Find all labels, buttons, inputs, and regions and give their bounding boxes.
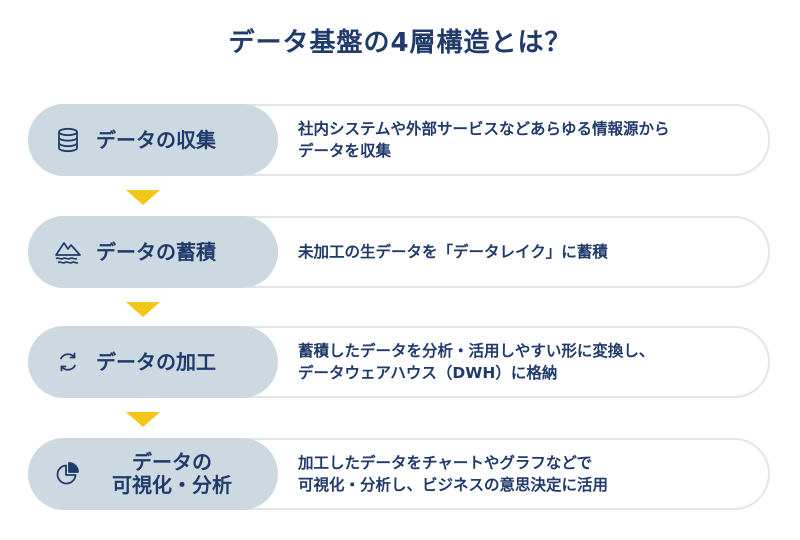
desc-line: 加工したデータをチャートやグラフなどで [298, 453, 593, 472]
layer-label: データの収集 [96, 127, 216, 152]
layer-label: データの蓄積 [96, 239, 216, 264]
lake-icon [54, 238, 82, 266]
desc-line: データウェアハウス（DWH）に格納 [298, 364, 558, 382]
layer-store: データの蓄積 未加工の生データを「データレイク」に蓄積 [28, 216, 770, 288]
layer-label-pill: データの加工 [28, 326, 278, 398]
layer-analyze: データの 可視化・分析 加工したデータをチャートやグラフなどで 可視化・分析し、… [28, 438, 770, 510]
desc-line: 社内システムや外部サービスなどあらゆる情報源から [298, 119, 670, 138]
refresh-icon [54, 348, 82, 376]
desc-line: データを収集 [298, 142, 392, 160]
desc-line: 未加工の生データを「データレイク」に蓄積 [298, 242, 608, 261]
layer-label: データの加工 [96, 349, 216, 374]
database-icon [54, 126, 82, 154]
label-line: データの [132, 450, 212, 474]
down-arrow-icon [126, 412, 160, 427]
layer-collect: データの収集 社内システムや外部サービスなどあらゆる情報源から データを収集 [28, 104, 770, 176]
desc-line: 蓄積したデータを分析・活用しやすい形に変換し、 [298, 341, 655, 360]
layer-label: データの 可視化・分析 [82, 451, 278, 497]
layer-description: 未加工の生データを「データレイク」に蓄積 [298, 218, 748, 286]
layer-description: 加工したデータをチャートやグラフなどで 可視化・分析し、ビジネスの意思決定に活用 [298, 440, 748, 508]
layer-description: 社内システムや外部サービスなどあらゆる情報源から データを収集 [298, 106, 748, 174]
desc-line: 可視化・分析し、ビジネスの意思決定に活用 [298, 476, 609, 494]
pie-chart-icon [54, 460, 82, 488]
down-arrow-icon [126, 302, 160, 317]
down-arrow-icon [126, 190, 160, 205]
layer-label-pill: データの蓄積 [28, 216, 278, 288]
layer-label-pill: データの 可視化・分析 [28, 438, 278, 510]
label-line: 可視化・分析 [112, 473, 232, 497]
layer-process: データの加工 蓄積したデータを分析・活用しやすい形に変換し、 データウェアハウス… [28, 326, 770, 398]
layer-description: 蓄積したデータを分析・活用しやすい形に変換し、 データウェアハウス（DWH）に格… [298, 328, 748, 396]
page-title: データ基盤の4層構造とは？ [228, 28, 572, 58]
layer-label-pill: データの収集 [28, 104, 278, 176]
